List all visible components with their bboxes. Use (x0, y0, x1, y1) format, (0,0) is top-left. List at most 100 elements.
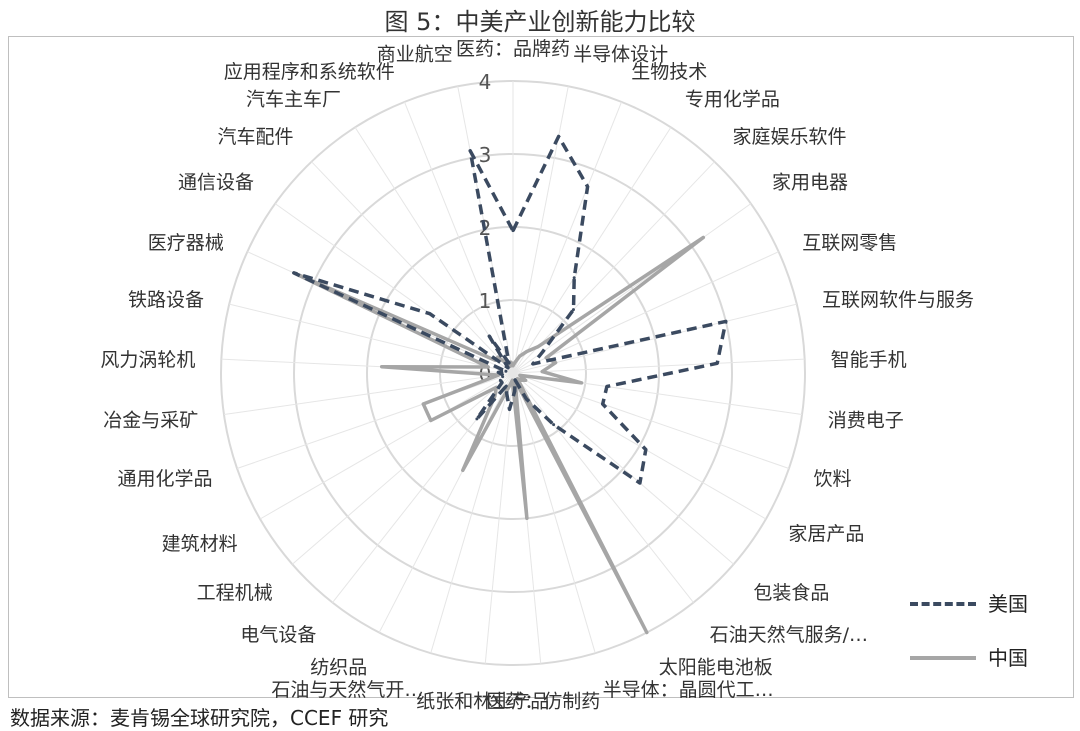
data-point (554, 361, 558, 365)
legend-item-cn: 中国 (910, 642, 1070, 670)
spoke (512, 86, 569, 374)
category-label: 石油天然气服务/… (710, 624, 868, 646)
data-point (504, 384, 508, 388)
data-point (468, 149, 472, 153)
data-point (580, 381, 584, 385)
data-point (510, 378, 514, 382)
category-label: 医疗器械 (148, 232, 224, 254)
data-point (496, 355, 500, 359)
legend-label-cn: 中国 (988, 646, 1028, 670)
category-label: 通信设备 (178, 172, 254, 194)
series-line-us (292, 134, 728, 485)
data-point (715, 361, 719, 365)
data-point (513, 389, 517, 393)
data-point (500, 381, 504, 385)
data-point (518, 354, 522, 358)
category-label: 家庭娱乐软件 (732, 126, 846, 148)
data-source-note: 数据来源：麦肯锡全球研究院，CCEF 研究 (10, 706, 389, 730)
data-point (544, 356, 548, 360)
radial-tick-label: 4 (479, 70, 492, 94)
category-label: 半导体：晶圆代工… (603, 679, 774, 701)
category-label: 汽车主车厂 (246, 88, 341, 110)
data-point (524, 378, 528, 382)
legend: 美国 中国 (910, 588, 1070, 696)
data-point (292, 271, 296, 275)
category-label: 商业航空 (377, 44, 453, 66)
data-point (505, 392, 509, 396)
spoke (512, 358, 805, 374)
data-point (429, 418, 433, 422)
data-point (500, 373, 504, 377)
spoke (512, 203, 752, 374)
category-label: 互联网零售 (802, 232, 897, 254)
category-labels: 医药：品牌药半导体设计生物技术专用化学品家庭娱乐软件家用电器互联网零售互联网软件… (100, 38, 974, 713)
spoke (378, 372, 514, 633)
spoke (223, 372, 514, 416)
data-point (513, 360, 517, 364)
data-point (487, 334, 491, 338)
data-point (428, 312, 432, 316)
data-point (525, 350, 529, 354)
data-point (638, 481, 642, 485)
data-point (536, 345, 540, 349)
radial-tick-label: 1 (479, 289, 492, 313)
category-label: 铁路设备 (128, 289, 204, 311)
legend-label-us: 美国 (988, 592, 1028, 616)
spoke (512, 161, 715, 374)
category-label: 消费电子 (828, 409, 904, 431)
spoke (512, 372, 596, 654)
category-label: 石油与天然气开… (271, 679, 423, 701)
category-label: 医药：仿制药 (486, 691, 600, 713)
category-label: 家用电器 (772, 172, 848, 194)
category-label: 互联网软件与服务 (822, 289, 974, 311)
data-point (498, 378, 502, 382)
category-label: 工程机械 (197, 582, 273, 604)
legend-swatch-cn (910, 656, 976, 660)
data-point (557, 134, 561, 138)
data-point (605, 385, 609, 389)
spoke (291, 372, 514, 565)
category-label: 半导体设计 (573, 44, 668, 66)
data-point (513, 378, 517, 382)
category-label: 饮料 (814, 468, 852, 490)
data-point (724, 319, 728, 323)
legend-item-us: 美国 (910, 588, 1070, 616)
spoke (512, 303, 797, 374)
spoke (512, 251, 779, 374)
data-point (525, 516, 529, 520)
data-point (541, 350, 545, 354)
category-label: 智能手机 (831, 349, 907, 371)
data-point (540, 370, 544, 374)
chart-frame (8, 36, 1074, 698)
data-point (511, 364, 515, 368)
category-label: 电气设备 (240, 624, 316, 646)
data-point (508, 407, 512, 411)
data-point (507, 385, 511, 389)
spoke (221, 358, 514, 374)
series-layer (292, 134, 728, 635)
category-label: 建筑材料 (162, 533, 238, 555)
data-point (571, 308, 575, 312)
category-label: 通用化学品 (117, 468, 212, 490)
data-point (511, 229, 515, 233)
data-point (380, 365, 384, 369)
category-label: 生物技术 (631, 61, 707, 83)
data-point (701, 235, 705, 239)
data-point (524, 397, 528, 401)
data-point (644, 448, 648, 452)
radar-grid (220, 80, 806, 666)
data-point (645, 631, 649, 635)
category-label: 冶金与采矿 (103, 409, 198, 431)
spoke (512, 372, 790, 469)
radial-tick-label: 3 (479, 143, 492, 167)
category-label: 纸张和林业产品 (416, 691, 549, 713)
data-point (601, 402, 605, 406)
data-point (461, 468, 465, 472)
spoke (512, 372, 767, 520)
spoke (311, 161, 514, 374)
data-point (586, 185, 590, 189)
spoke (512, 127, 672, 374)
data-point (507, 361, 511, 365)
category-label: 汽车配件 (218, 126, 294, 148)
category-label: 包装食品 (753, 582, 829, 604)
